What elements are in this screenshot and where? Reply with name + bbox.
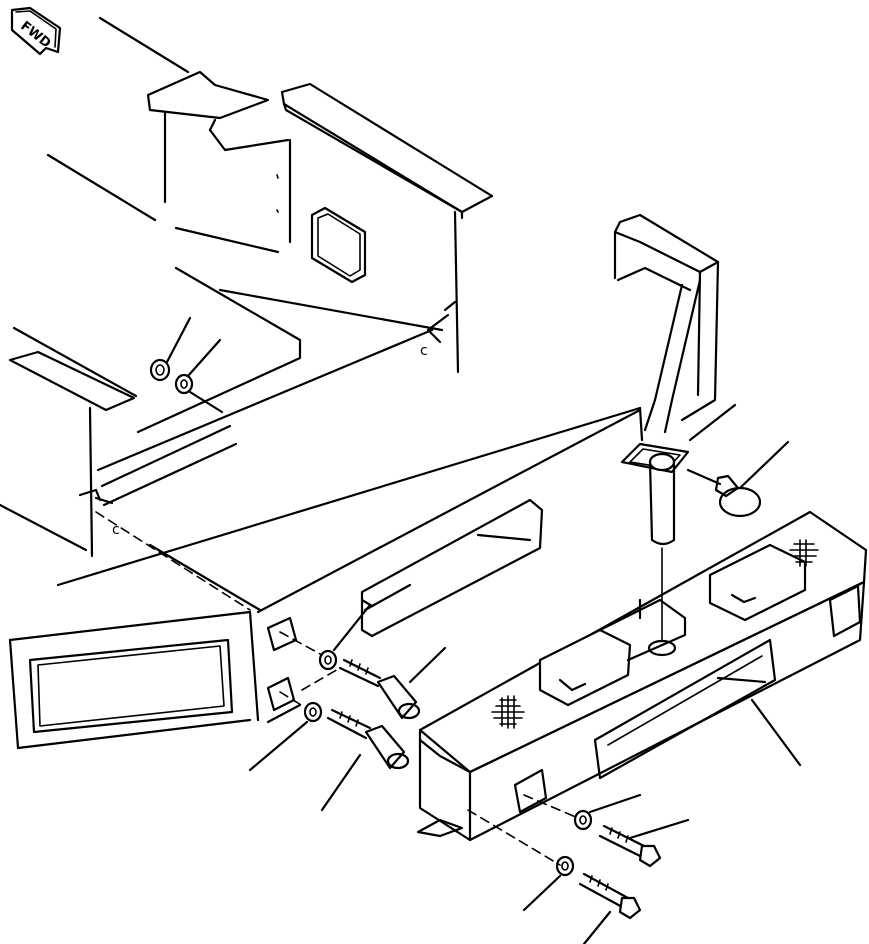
drawbar-stud-upper — [338, 646, 447, 720]
lock-pin — [686, 440, 790, 518]
drawbar-stud-lower — [320, 708, 410, 812]
counterweight-bolt-lower — [578, 872, 642, 944]
counterweight-bolt-upper — [598, 818, 690, 868]
assembly-centerlines — [95, 511, 579, 866]
drawbar-washer-upper — [318, 603, 372, 671]
frame-nut — [149, 316, 192, 382]
grease-fitting-icon — [491, 539, 819, 729]
frame-washer — [174, 338, 224, 414]
drawbar-beam: c — [8, 213, 720, 750]
hitch-pin — [620, 403, 737, 641]
weld-mark-drawbar: c — [112, 522, 120, 538]
weld-mark-frame: c — [420, 343, 428, 359]
fwd-arrow-icon: FWD — [10, 6, 62, 56]
drawbar-washer-lower — [248, 701, 323, 772]
counterweight-washer-upper — [573, 793, 642, 831]
main-frame: c — [0, 16, 494, 558]
counterweight-washer-lower — [522, 855, 575, 912]
counterweight — [416, 510, 868, 842]
